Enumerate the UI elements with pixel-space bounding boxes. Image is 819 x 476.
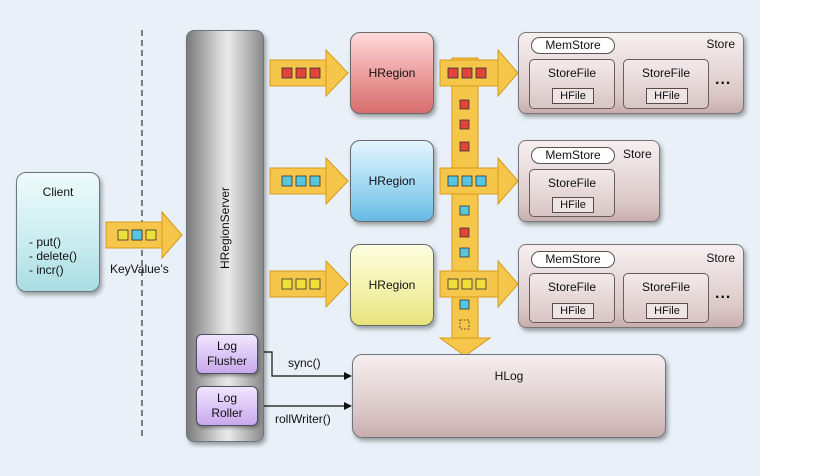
hregionserver-label: HRegionServer (218, 186, 232, 270)
hlog-flow-cell (459, 227, 470, 238)
region-3-out-cell (475, 278, 487, 290)
region-3-in-cell (295, 278, 307, 290)
store-2: Store MemStore StoreFile HFile (518, 140, 660, 222)
region-2-in-cell (309, 175, 321, 187)
hlog-flow-cell (459, 247, 470, 258)
log-roller-line1: Log (216, 391, 238, 405)
hregion-2-label: HRegion (368, 174, 416, 188)
hregion-3-label: HRegion (368, 278, 416, 292)
store-3-storefile-1-label: StoreFile (547, 280, 597, 294)
rollwriter-label: rollWriter() (275, 412, 331, 426)
hlog-flow-cell (459, 119, 470, 130)
client-arrow-cell (131, 229, 143, 241)
hregion-2: HRegion (350, 140, 434, 222)
store-1-memstore: MemStore (531, 37, 615, 54)
hlog-title: HLog (494, 369, 524, 383)
hlog-flow-cell (459, 299, 470, 310)
region-2-in-cell (281, 175, 293, 187)
hregion-1: HRegion (350, 32, 434, 114)
client-arrow-cell (117, 229, 129, 241)
region-1-out-cell (461, 67, 473, 79)
client-box: Client - put() - delete() - incr() (16, 172, 100, 292)
store-3-storefile-2-label: StoreFile (641, 280, 691, 294)
client-op-put: - put() (29, 235, 62, 249)
store-3-label: Store (706, 251, 735, 265)
store-2-hfile-1: HFile (552, 197, 594, 213)
region-1-out-cell (447, 67, 459, 79)
region-2-in-cell (295, 175, 307, 187)
region-2-out-cell (475, 175, 487, 187)
client-op-incr: - incr() (29, 263, 64, 277)
store-1: Store MemStore StoreFile HFile StoreFile… (518, 32, 744, 114)
region-1-in-cell (281, 67, 293, 79)
store-3-hfile-2: HFile (646, 303, 688, 319)
store-3-hfile-1: HFile (552, 303, 594, 319)
store-3-memstore: MemStore (531, 251, 615, 268)
sync-label: sync() (288, 356, 321, 370)
hlog-box: HLog (352, 354, 666, 438)
store-2-label: Store (623, 147, 652, 161)
log-roller-line2: Roller (211, 406, 243, 420)
client-op-delete: - delete() (29, 249, 78, 263)
keyvalues-label: KeyValue's (110, 262, 169, 276)
log-flusher-line1: Log (216, 339, 238, 353)
store-3-storefile-2: StoreFile HFile (623, 273, 709, 323)
sync-connector (258, 351, 352, 380)
region-1-in-cell (309, 67, 321, 79)
region-1-out-cell (475, 67, 487, 79)
log-roller-box: Log Roller (196, 386, 258, 426)
client-title: Client (42, 185, 74, 199)
client-arrow-cell (145, 229, 157, 241)
store-1-storefile-2: StoreFile HFile (623, 59, 709, 109)
store-1-hfile-2: HFile (646, 88, 688, 104)
store-1-storefile-2-label: StoreFile (641, 66, 691, 80)
hlog-flow-cell (459, 205, 470, 216)
log-flusher-line2: Flusher (206, 354, 247, 368)
hregion-3: HRegion (350, 244, 434, 326)
hlog-flow-cell (459, 141, 470, 152)
store-3-storefile-1: StoreFile HFile (529, 273, 615, 323)
store-2-storefile-1-label: StoreFile (547, 176, 597, 190)
region-3-out-cell (447, 278, 459, 290)
store-1-ellipsis: ... (715, 71, 732, 88)
diagram-canvas: Client - put() - delete() - incr() KeyVa… (0, 0, 760, 476)
region-3-in-cell (281, 278, 293, 290)
store-1-storefile-1-label: StoreFile (547, 66, 597, 80)
store-3-ellipsis: ... (715, 285, 732, 302)
store-1-hfile-1: HFile (552, 88, 594, 104)
log-flusher-box: Log Flusher (196, 334, 258, 374)
hregion-1-label: HRegion (368, 66, 416, 80)
region-2-out-cell (461, 175, 473, 187)
hlog-flow-cell (459, 319, 470, 330)
client-to-server-arrow (105, 210, 183, 260)
region-3-out-cell (461, 278, 473, 290)
store-1-label: Store (706, 37, 735, 51)
hlog-flow-cell (459, 99, 470, 110)
store-2-memstore: MemStore (531, 147, 615, 164)
store-3: Store MemStore StoreFile HFile StoreFile… (518, 244, 744, 328)
region-1-in-cell (295, 67, 307, 79)
store-1-storefile-1: StoreFile HFile (529, 59, 615, 109)
region-3-in-cell (309, 278, 321, 290)
store-2-storefile-1: StoreFile HFile (529, 169, 615, 217)
region-2-out-cell (447, 175, 459, 187)
rollwriter-connector (258, 402, 352, 410)
